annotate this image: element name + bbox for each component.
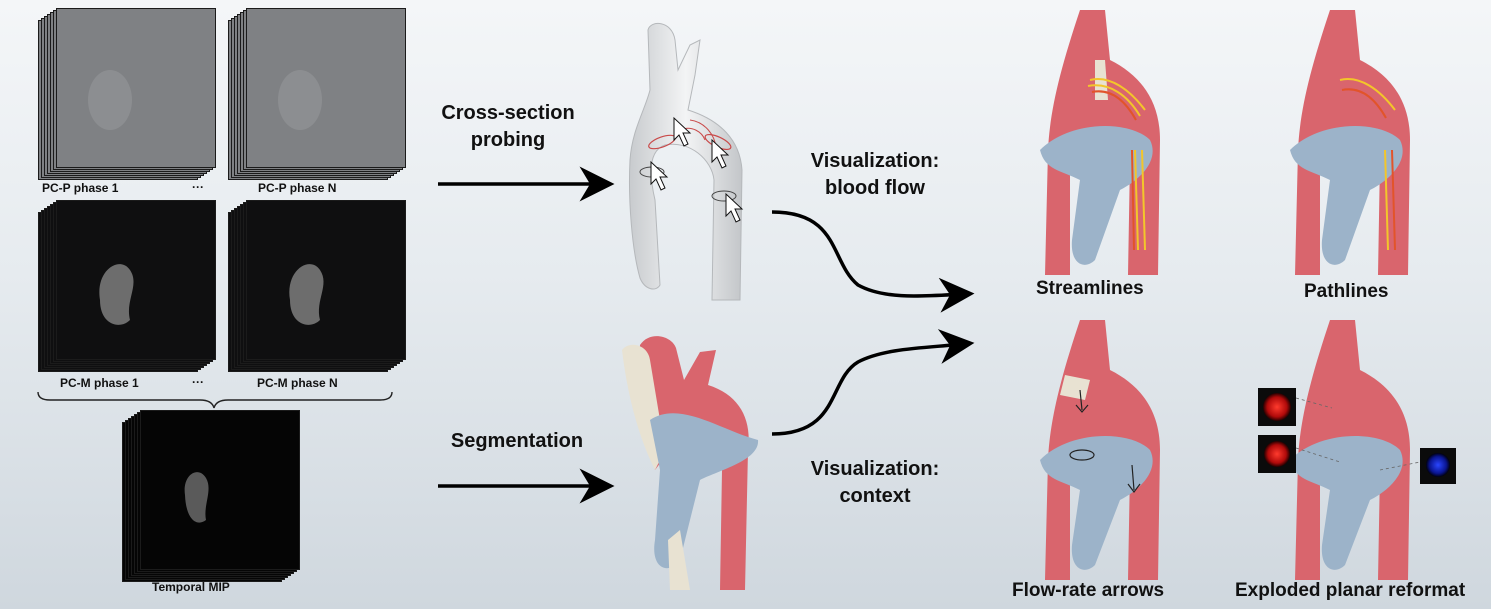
grouping-brace: [37, 391, 393, 409]
cross-section-probing-line-1: Cross-section: [441, 102, 575, 124]
pathlines-label: Pathlines: [1304, 281, 1389, 302]
pc-p-phase-1-stack: [38, 8, 218, 180]
stack-frame: [246, 200, 406, 360]
pc-p-anatomy-n: [278, 70, 322, 130]
segmentation-label: Segmentation: [450, 430, 584, 452]
arrow-context-curve: [771, 329, 975, 436]
probe-cursor-icons: [650, 116, 744, 223]
temporal-mip-label: Temporal MIP: [152, 580, 230, 594]
flow-rate-arrows-label: Flow-rate arrows: [1012, 580, 1165, 601]
pc-p-phase-n-label: PC-P phase N: [258, 181, 337, 195]
pc-m-phase-n-label: PC-M phase N: [257, 376, 338, 390]
stack-frame: [246, 8, 406, 168]
cross-section-probing-label: Cross-section probing: [428, 100, 588, 154]
reformat-thumbnails: [1258, 388, 1456, 484]
temporal-mip-anatomy: [184, 472, 209, 523]
pc-p-ellipsis: ···: [192, 180, 204, 194]
arrow-blood-flow-curve: [771, 210, 975, 313]
temporal-mip-stack: [122, 410, 300, 582]
pc-m-anatomy-n: [289, 264, 324, 325]
vis-context-line-1: Visualization:: [810, 458, 940, 480]
pc-p-anatomy-1: [88, 70, 132, 130]
pc-m-phase-1-label: PC-M phase 1: [60, 376, 139, 390]
pc-p-phase-1-label: PC-P phase 1: [42, 181, 119, 195]
segmentation-model: [622, 336, 759, 590]
cross-section-probing-line-2: probing: [470, 129, 546, 151]
pc-m-ellipsis: ···: [192, 375, 204, 389]
vis-blood-flow-label: Visualization: blood flow: [795, 148, 955, 202]
vis-context-label: Visualization: context: [795, 456, 955, 510]
pathlines-figure: [1290, 10, 1410, 275]
streamlines-label: Streamlines: [1036, 278, 1144, 299]
stack-frame: [56, 200, 216, 360]
gray-aorta-model: [628, 22, 744, 301]
exploded-planar-reformat-figure: [1258, 320, 1456, 580]
vis-blood-flow-line-2: blood flow: [825, 177, 925, 199]
stack-frame: [140, 410, 300, 570]
streamlines-figure: [1040, 10, 1160, 275]
exploded-planar-reformat-label: Exploded planar reformat: [1235, 580, 1466, 601]
flow-rate-arrows-figure: [1040, 320, 1160, 580]
pc-m-anatomy-1: [99, 264, 134, 325]
vis-blood-flow-line-1: Visualization:: [810, 150, 940, 172]
stack-frame: [56, 8, 216, 168]
pc-m-phase-n-stack: [228, 200, 408, 372]
vis-context-line-2: context: [839, 485, 911, 507]
